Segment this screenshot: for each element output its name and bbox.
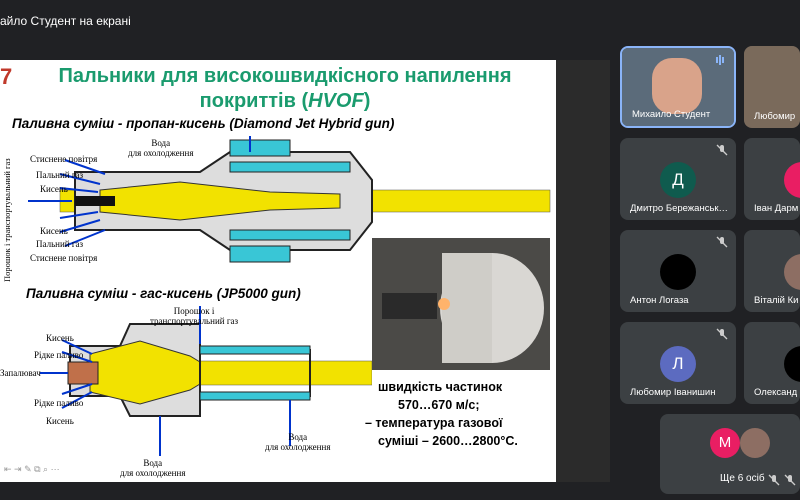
- slide-title-close: ): [363, 90, 371, 112]
- avatar-6: [784, 254, 800, 290]
- slide-title-italic: HVOF: [308, 90, 364, 112]
- section2-subtitle-plain: Паливна суміш - гас-кисень (: [26, 286, 222, 301]
- participant-tile-5[interactable]: Антон Логаза: [620, 230, 736, 312]
- slide-title-line1: Пальники для високошвидкісного напилення: [58, 65, 512, 87]
- participant-tile-4[interactable]: Іван Дарм: [744, 138, 800, 220]
- gun2-jacket-top: [199, 345, 311, 355]
- label-water-bottom-2: Вода для охолодження: [120, 458, 186, 478]
- label-compressed-air-bottom: Стиснене повітря: [30, 253, 98, 263]
- diamond-jet-diagram: [28, 136, 551, 263]
- top-bar: айло Студент на екрані: [0, 0, 800, 44]
- avatar-4: [784, 162, 800, 198]
- label-powder-top-2: Порошок і транспортувальний газ: [150, 306, 239, 326]
- avatar-8: [784, 346, 800, 382]
- section2-subtitle: Паливна суміш - гас-кисень (JP5000 gun): [26, 286, 301, 301]
- participant-name-6: Віталій Ки: [754, 295, 799, 306]
- more-avatar-photo: [740, 428, 770, 458]
- label-igniter: Запалювач: [0, 368, 41, 378]
- participant-tile-6[interactable]: Віталій Ки: [744, 230, 800, 312]
- yellow-stream-2: [199, 360, 372, 386]
- participant-tile-7[interactable]: Л Любомир Іванишин: [620, 322, 736, 404]
- avatar-5: [660, 254, 696, 290]
- arrow-compressed-bottom: [64, 229, 106, 247]
- note-line1: швидкість частинок: [378, 380, 503, 394]
- slide-title: Пальники для високошвидкісного напилення…: [25, 64, 545, 114]
- section1-subtitle-close: ): [389, 116, 395, 131]
- participant-name-1: Михаило Студент: [632, 109, 711, 120]
- participant-name-2: Любомир: [754, 111, 796, 122]
- photo-flame: [438, 298, 450, 310]
- label-oxygen-top-2: Кисень: [46, 333, 74, 343]
- mic-active-icon: [716, 55, 724, 65]
- arrow-compressed-top: [64, 159, 106, 175]
- participant-name-8: Олександ: [754, 387, 798, 398]
- gun2-jacket-bottom: [199, 391, 311, 401]
- arrow-oxygen-top: [59, 187, 99, 193]
- window-title: айло Студент на екрані: [0, 14, 131, 28]
- avatar-7: Л: [660, 346, 696, 382]
- mic-muted-icon: [716, 328, 728, 340]
- participant-name-4: Іван Дарм: [754, 203, 799, 214]
- gun1-jacket-bottom: [229, 245, 291, 263]
- mic-muted-icon: [716, 236, 728, 248]
- gun1-powder-tube: [75, 196, 115, 206]
- note-line4: суміші – 2600…2800°С.: [378, 434, 518, 448]
- mic-muted-icon: [784, 474, 796, 486]
- arrow-liquid-fuel-top: [61, 351, 93, 363]
- slide-number: 7: [0, 64, 13, 89]
- gun1-jacket-inner-bottom: [229, 229, 351, 241]
- participant-face-1: [652, 58, 702, 114]
- participant-name-5: Антон Логаза: [630, 295, 689, 306]
- photo-gun: [382, 293, 437, 319]
- participant-tile-1[interactable]: Михаило Студент: [620, 46, 736, 128]
- arrow-oxygen-bottom-2: [61, 391, 93, 409]
- label-compressed-air-top: Стиснене повітря: [30, 154, 98, 164]
- section1-subtitle-plain: Паливна суміш - пропан-кисень (: [12, 116, 234, 131]
- label-fuel-gas-top: Пальний газ: [36, 170, 84, 180]
- presented-slide[interactable]: 7 Пальники для високошвидкісного напилен…: [0, 60, 556, 482]
- participant-tile-3[interactable]: Д Дмитро Бережанськ…: [620, 138, 736, 220]
- label-fuel-gas-bottom: Пальний газ: [36, 239, 84, 249]
- label-liquid-fuel-top: Рідке паливо: [34, 350, 84, 360]
- jp5000-diagram: [40, 306, 372, 456]
- gun2-injector: [67, 361, 99, 385]
- label-powder-rotated: Порошок і транспортувальний газ: [2, 158, 12, 282]
- participant-tile-8[interactable]: Олександ: [744, 322, 800, 404]
- mic-muted-icon: [768, 474, 780, 486]
- slide-toolbar-icons[interactable]: ⇤ ⇥ ✎ ⧉ ⌕ ⋯: [4, 464, 60, 474]
- slide-side-strip: [556, 60, 610, 482]
- section1-subtitle: Паливна суміш - пропан-кисень (Diamond J…: [12, 116, 394, 131]
- section2-subtitle-italic: JP5000 gun: [221, 286, 297, 301]
- participant-video-2: [744, 46, 800, 128]
- arrow-fuel-top: [59, 173, 101, 185]
- note-line2: 570…670 м/с;: [398, 398, 480, 412]
- more-avatar: М: [710, 428, 740, 458]
- gun1-jacket-inner-top: [229, 161, 351, 173]
- arrow-oxygen-top-2: [61, 339, 93, 355]
- participant-name-3: Дмитро Бережанськ…: [630, 203, 729, 214]
- spraying-photo: [372, 238, 550, 370]
- label-water-right-2: Вода для охолодження: [265, 432, 331, 452]
- section1-subtitle-italic: Diamond Jet Hybrid gun: [233, 116, 390, 131]
- label-oxygen-bottom: Кисень: [40, 226, 68, 236]
- label-oxygen-bottom-2: Кисень: [46, 416, 74, 426]
- gun1-core: [99, 181, 341, 221]
- label-oxygen-top: Кисень: [40, 184, 68, 194]
- participant-tile-2[interactable]: Любомир: [744, 46, 800, 128]
- more-participants-tile[interactable]: М Ще 6 осіб: [660, 414, 800, 494]
- avatar-3: Д: [660, 162, 696, 198]
- arrow-fuel-bottom: [59, 219, 101, 233]
- arrow-liquid-fuel-bottom: [61, 383, 93, 395]
- more-label: Ще 6 осіб: [720, 473, 765, 484]
- section2-subtitle-close: ): [296, 286, 301, 301]
- label-water-1: Вода для охолодження: [128, 138, 194, 158]
- photo-roll-body: [442, 253, 492, 363]
- slide-title-line2: покриттів (: [199, 90, 309, 112]
- note-line3: – температура газової: [365, 416, 503, 430]
- gun1-jacket-top: [229, 139, 291, 157]
- participant-name-7: Любомир Іванишин: [630, 387, 716, 398]
- arrow-oxygen-bottom: [59, 211, 99, 219]
- mic-muted-icon: [716, 144, 728, 156]
- label-liquid-fuel-bottom: Рідке паливо: [34, 398, 84, 408]
